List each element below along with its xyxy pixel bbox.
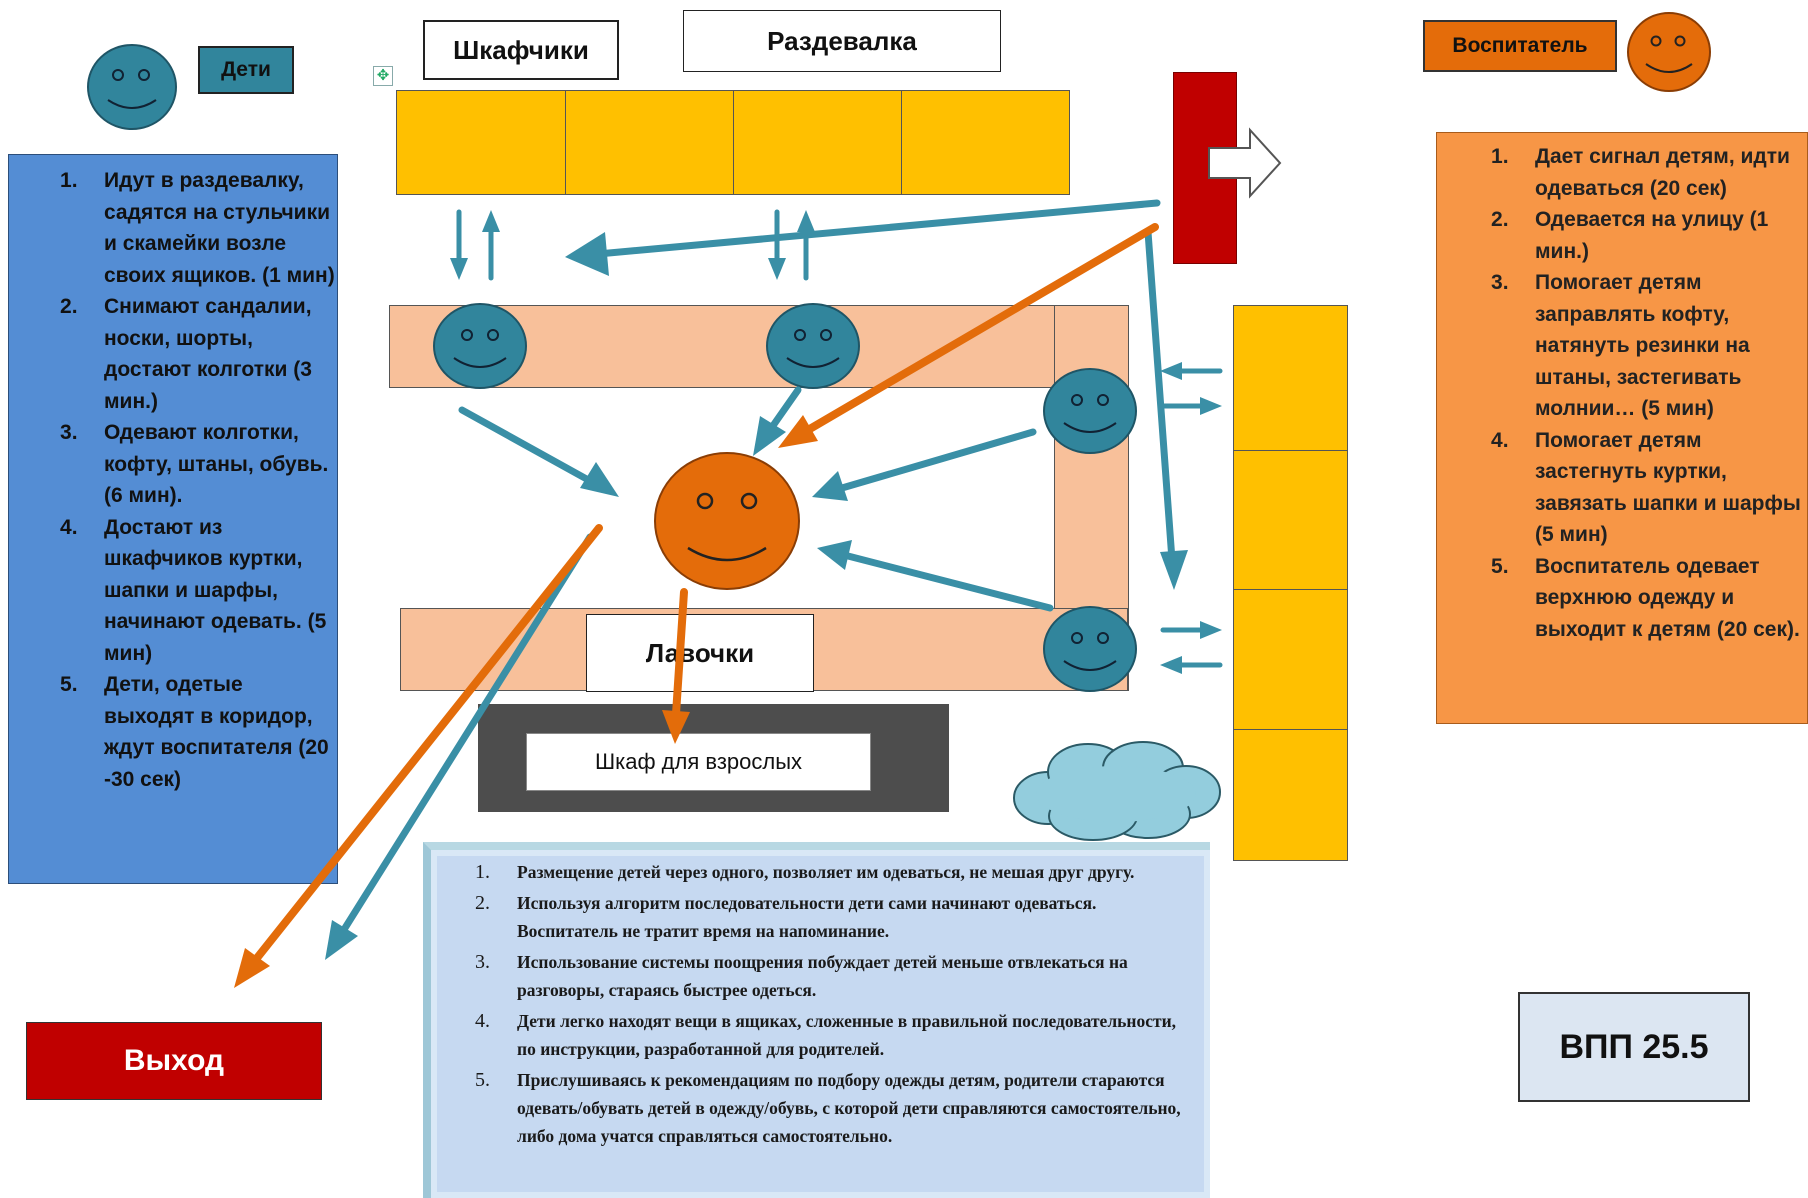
locker bbox=[1233, 589, 1348, 730]
children-step: Дети, одетые выходят в коридор, ждут вос… bbox=[60, 669, 329, 791]
notes-panel: Размещение детей через одного, позволяет… bbox=[423, 842, 1210, 1198]
teacher-face-icon bbox=[1627, 12, 1711, 92]
teacher-step: Помогает детям застегнуть куртки, завяза… bbox=[1491, 425, 1801, 547]
note-item: Используя алгоритм последовательности де… bbox=[475, 889, 1097, 941]
cloud-icon bbox=[1013, 741, 1221, 841]
children-steps-panel: Идут в раздевалку, садятся на стульчики … bbox=[8, 154, 338, 884]
child-face-icon bbox=[87, 44, 177, 130]
adult-wardrobe-label: Шкаф для взрослых bbox=[526, 733, 871, 791]
note-item: Размещение детей через одного, позволяет… bbox=[475, 858, 1135, 886]
note-item: Прислушиваясь к рекомендациям по подбору… bbox=[475, 1066, 1181, 1146]
move-handle-icon[interactable]: ✥ bbox=[373, 66, 393, 86]
teacher-step: Дает сигнал детям, идти одеваться (20 се… bbox=[1491, 141, 1790, 200]
code-label: ВПП 25.5 bbox=[1518, 992, 1750, 1102]
children-step: Снимают сандалии, носки, шорты, достают … bbox=[60, 291, 312, 413]
note-item: Использование системы поощрения побуждае… bbox=[475, 948, 1128, 1000]
bench bbox=[389, 305, 1129, 388]
benches-label: Лавочки bbox=[586, 614, 814, 692]
teacher-steps-list: Дает сигнал детям, идти одеваться (20 се… bbox=[1437, 141, 1807, 645]
locker bbox=[901, 90, 1070, 195]
locker bbox=[1233, 450, 1348, 590]
children-step: Одевают колготки, кофту, штаны, обувь. (… bbox=[60, 417, 329, 507]
door bbox=[1173, 72, 1237, 264]
locker bbox=[396, 90, 566, 195]
teacher-step: Одевается на улицу (1 мин.) bbox=[1491, 204, 1769, 263]
lockers-label: Шкафчики bbox=[423, 20, 619, 80]
children-legend-label: Дети bbox=[198, 46, 294, 94]
note-item: Дети легко находят вещи в ящиках, сложен… bbox=[475, 1007, 1177, 1059]
cloakroom-title: Раздевалка bbox=[683, 10, 1001, 72]
locker bbox=[733, 90, 902, 195]
teacher-face-icon bbox=[654, 452, 800, 590]
exit-label: Выход bbox=[26, 1022, 322, 1100]
locker bbox=[1233, 305, 1348, 451]
teacher-legend-label: Воспитатель bbox=[1423, 20, 1617, 72]
children-step: Достают из шкафчиков куртки, шапки и шар… bbox=[60, 512, 327, 665]
locker bbox=[565, 90, 734, 195]
children-steps-list: Идут в раздевалку, садятся на стульчики … bbox=[9, 165, 337, 795]
locker bbox=[1233, 729, 1348, 861]
notes-list: Размещение детей через одного, позволяет… bbox=[457, 858, 1184, 1150]
teacher-steps-panel: Дает сигнал детям, идти одеваться (20 се… bbox=[1436, 132, 1808, 724]
teacher-step: Воспитатель одевает верхнюю одежду и вых… bbox=[1491, 551, 1800, 641]
teacher-step: Помогает детям заправлять кофту, натянут… bbox=[1491, 267, 1750, 420]
children-step: Идут в раздевалку, садятся на стульчики … bbox=[60, 165, 335, 287]
